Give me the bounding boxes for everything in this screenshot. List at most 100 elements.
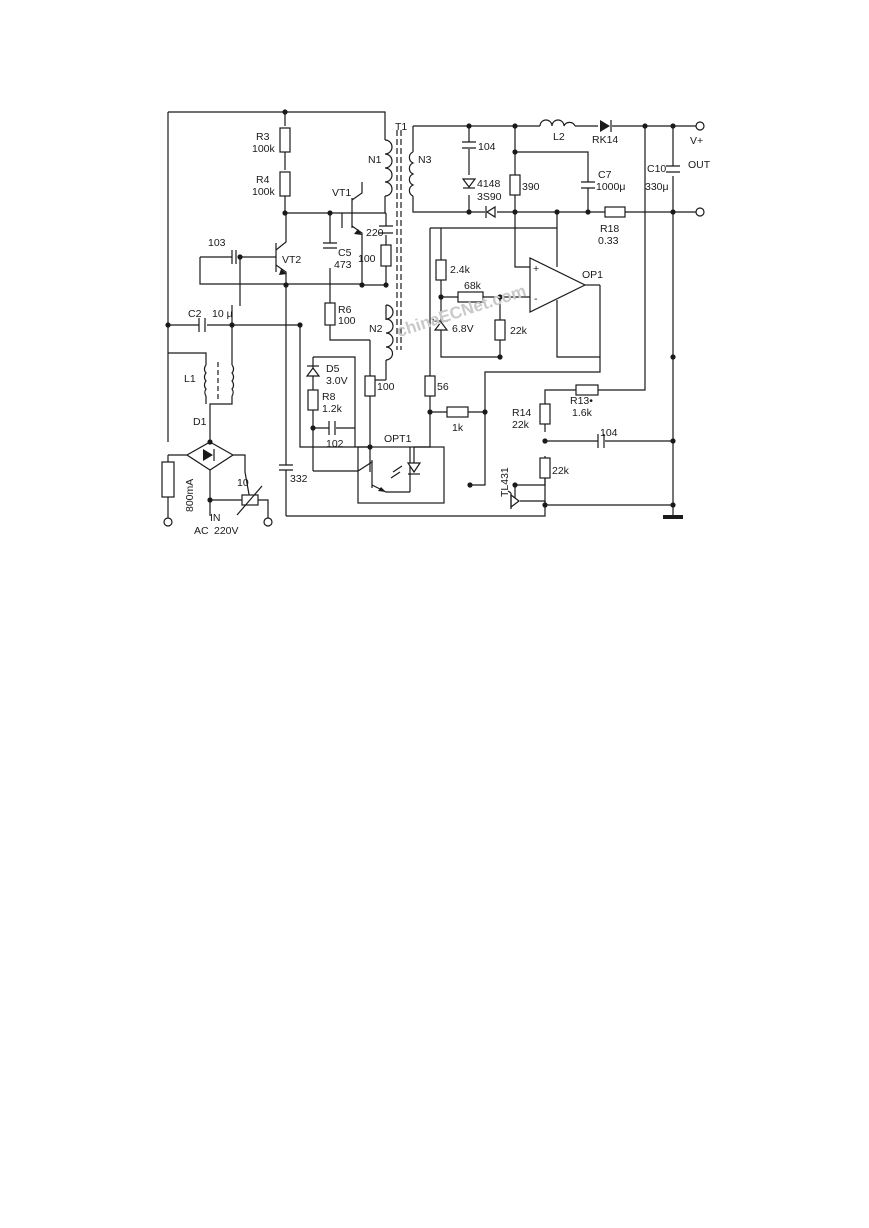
label-c5-value: 473	[334, 259, 352, 271]
label-r14: R14	[512, 407, 531, 419]
capacitor-c7	[581, 181, 595, 189]
diode-3s90	[485, 205, 496, 219]
output-terminals	[695, 121, 705, 217]
resistor-r18	[604, 206, 626, 218]
label-104-b: 104	[600, 427, 618, 439]
label-r8-value: 1.2k	[322, 403, 343, 415]
label-r3: R3	[256, 131, 270, 143]
label-op-plus: +	[533, 263, 539, 275]
label-opt1: OPT1	[384, 433, 412, 445]
label-r4-value: 100k	[252, 186, 276, 198]
resistor-r8	[307, 389, 319, 411]
label-r4: R4	[256, 174, 270, 186]
label-c5: C5	[338, 247, 352, 259]
label-l2: L2	[553, 131, 565, 143]
label-n3: N3	[418, 154, 432, 166]
label-op-minus: -	[534, 293, 538, 305]
label-op1: OP1	[582, 269, 603, 281]
capacitor-332	[279, 464, 293, 471]
label-220: 220	[366, 227, 384, 239]
label-r6: R6	[338, 304, 352, 316]
diode-rk14	[600, 120, 612, 132]
label-r13-value: 1.6k	[572, 407, 593, 419]
label-22k-a: 22k	[510, 325, 528, 337]
label-d5: D5	[326, 363, 340, 375]
capacitor-104-b	[597, 434, 605, 448]
transistor-vt1	[351, 198, 362, 235]
resistor-r14	[539, 403, 551, 425]
label-in: IN	[210, 512, 221, 524]
label-100-emitter: 100	[377, 381, 395, 393]
resistor-r6	[324, 302, 336, 326]
label-r18: R18	[600, 223, 619, 235]
label-rk14: RK14	[592, 134, 618, 146]
optocoupler-opt1	[357, 446, 445, 504]
label-d5-value: 3.0V	[326, 375, 348, 387]
resistor-1k	[446, 406, 469, 418]
resistor-68k	[457, 291, 484, 303]
label-c2: C2	[188, 308, 202, 320]
resistor-390	[509, 174, 521, 196]
resistor-r4	[279, 171, 291, 197]
label-vt1: VT1	[332, 187, 351, 199]
label-56: 56	[437, 381, 449, 393]
resistor-22k-b	[539, 457, 551, 479]
resistor-2-4k	[435, 259, 447, 281]
label-332: 332	[290, 473, 308, 485]
tl431-regulator	[507, 490, 546, 509]
diode-4148	[461, 178, 477, 189]
label-d1: D1	[193, 416, 207, 428]
thermistor	[236, 485, 263, 516]
label-3s90: 3S90	[477, 191, 502, 203]
resistor-r13	[575, 384, 599, 396]
label-l1: L1	[184, 373, 196, 385]
inductor-l1	[203, 362, 235, 400]
label-68k: 68k	[464, 280, 482, 292]
ground-symbol	[663, 505, 683, 519]
component-labels: R3 100k R4 100k T1 N1 N3 VT1 220 103 VT2…	[184, 121, 711, 537]
capacitor-c2	[198, 318, 206, 332]
label-104-a: 104	[478, 141, 496, 153]
input-terminals	[163, 517, 273, 527]
label-c7: C7	[598, 169, 612, 181]
label-c10-value: 330μ	[645, 181, 669, 193]
label-n1: N1	[368, 154, 382, 166]
label-t1: T1	[395, 121, 407, 133]
label-fuse: 800mA	[184, 479, 196, 512]
capacitor-104-a	[462, 141, 476, 149]
label-out: OUT	[688, 159, 711, 171]
label-n2: N2	[369, 323, 383, 335]
resistor-100-base	[380, 244, 392, 267]
label-r13: R13•	[570, 395, 593, 407]
label-22k-b: 22k	[552, 465, 570, 477]
label-c7-value: 1000μ	[596, 181, 625, 193]
transistor-vt2	[279, 269, 287, 275]
capacitor-c5	[323, 242, 337, 249]
label-103: 103	[208, 237, 226, 249]
label-r8: R8	[322, 391, 336, 403]
label-4148: 4148	[477, 178, 501, 190]
diode-d1	[203, 449, 215, 461]
label-tl431: TL431	[499, 467, 511, 497]
label-c2-value: 10 μ	[212, 308, 233, 320]
label-102: 102	[326, 438, 344, 450]
capacitor-c10	[666, 165, 680, 173]
label-r14-value: 22k	[512, 419, 530, 431]
zener-6-8v	[431, 317, 449, 331]
label-1k: 1k	[452, 422, 464, 434]
label-2-4k: 2.4k	[450, 264, 471, 276]
capacitor-103	[231, 250, 237, 264]
diode-d5	[305, 365, 321, 377]
resistor-r3	[279, 127, 291, 153]
label-390: 390	[522, 181, 540, 193]
label-vt2: VT2	[282, 254, 301, 266]
resistor-56	[424, 375, 436, 397]
fuse-800ma	[161, 461, 175, 498]
label-6-8v: 6.8V	[452, 323, 474, 335]
resistor-100-emitter	[364, 375, 376, 397]
opamp-op1	[529, 257, 587, 313]
label-100-base: 100	[358, 253, 376, 265]
label-r3-value: 100k	[252, 143, 276, 155]
capacitor-220	[379, 225, 393, 234]
